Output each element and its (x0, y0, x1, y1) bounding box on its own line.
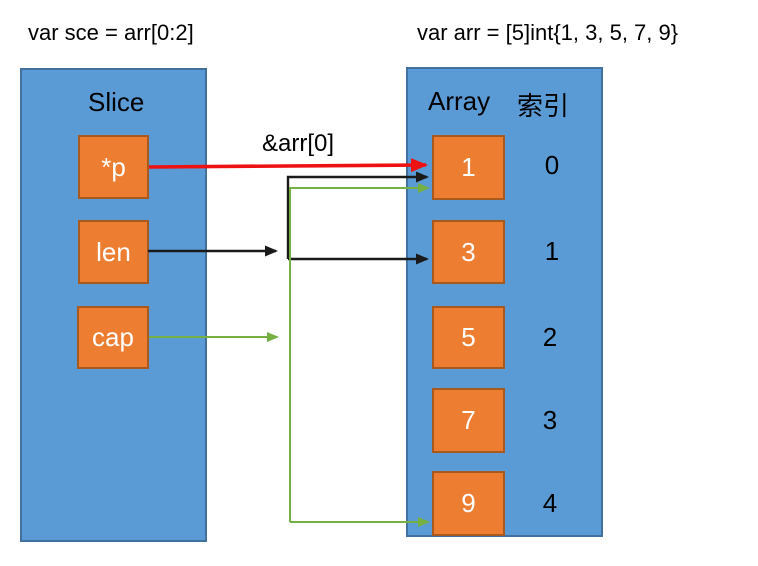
slice-field-cap: cap (77, 306, 149, 369)
pointer-arrow-label: &arr[0] (262, 130, 335, 157)
array-cell-3: 7 (432, 388, 505, 453)
index-label-4: 4 (542, 488, 558, 518)
array-cell-4: 9 (432, 471, 505, 536)
index-label-2: 2 (542, 322, 558, 352)
array-cell-2: 5 (432, 306, 505, 369)
slice-field-len: len (78, 220, 149, 284)
index-label-0: 0 (544, 150, 560, 180)
array-declaration-text: var arr = [5]int{1, 3, 5, 7, 9} (417, 20, 679, 45)
index-label-3: 3 (542, 405, 558, 435)
index-label-1: 1 (544, 236, 560, 266)
slice-panel-title: Slice (88, 87, 145, 117)
array-index-header: 索引 (517, 91, 570, 121)
slice-declaration-text: var sce = arr[0:2] (28, 20, 194, 45)
array-cell-0: 1 (432, 135, 505, 200)
slice-field-pointer: *p (78, 135, 149, 199)
array-panel-title: Array (428, 86, 491, 116)
array-cell-1: 3 (432, 220, 505, 284)
